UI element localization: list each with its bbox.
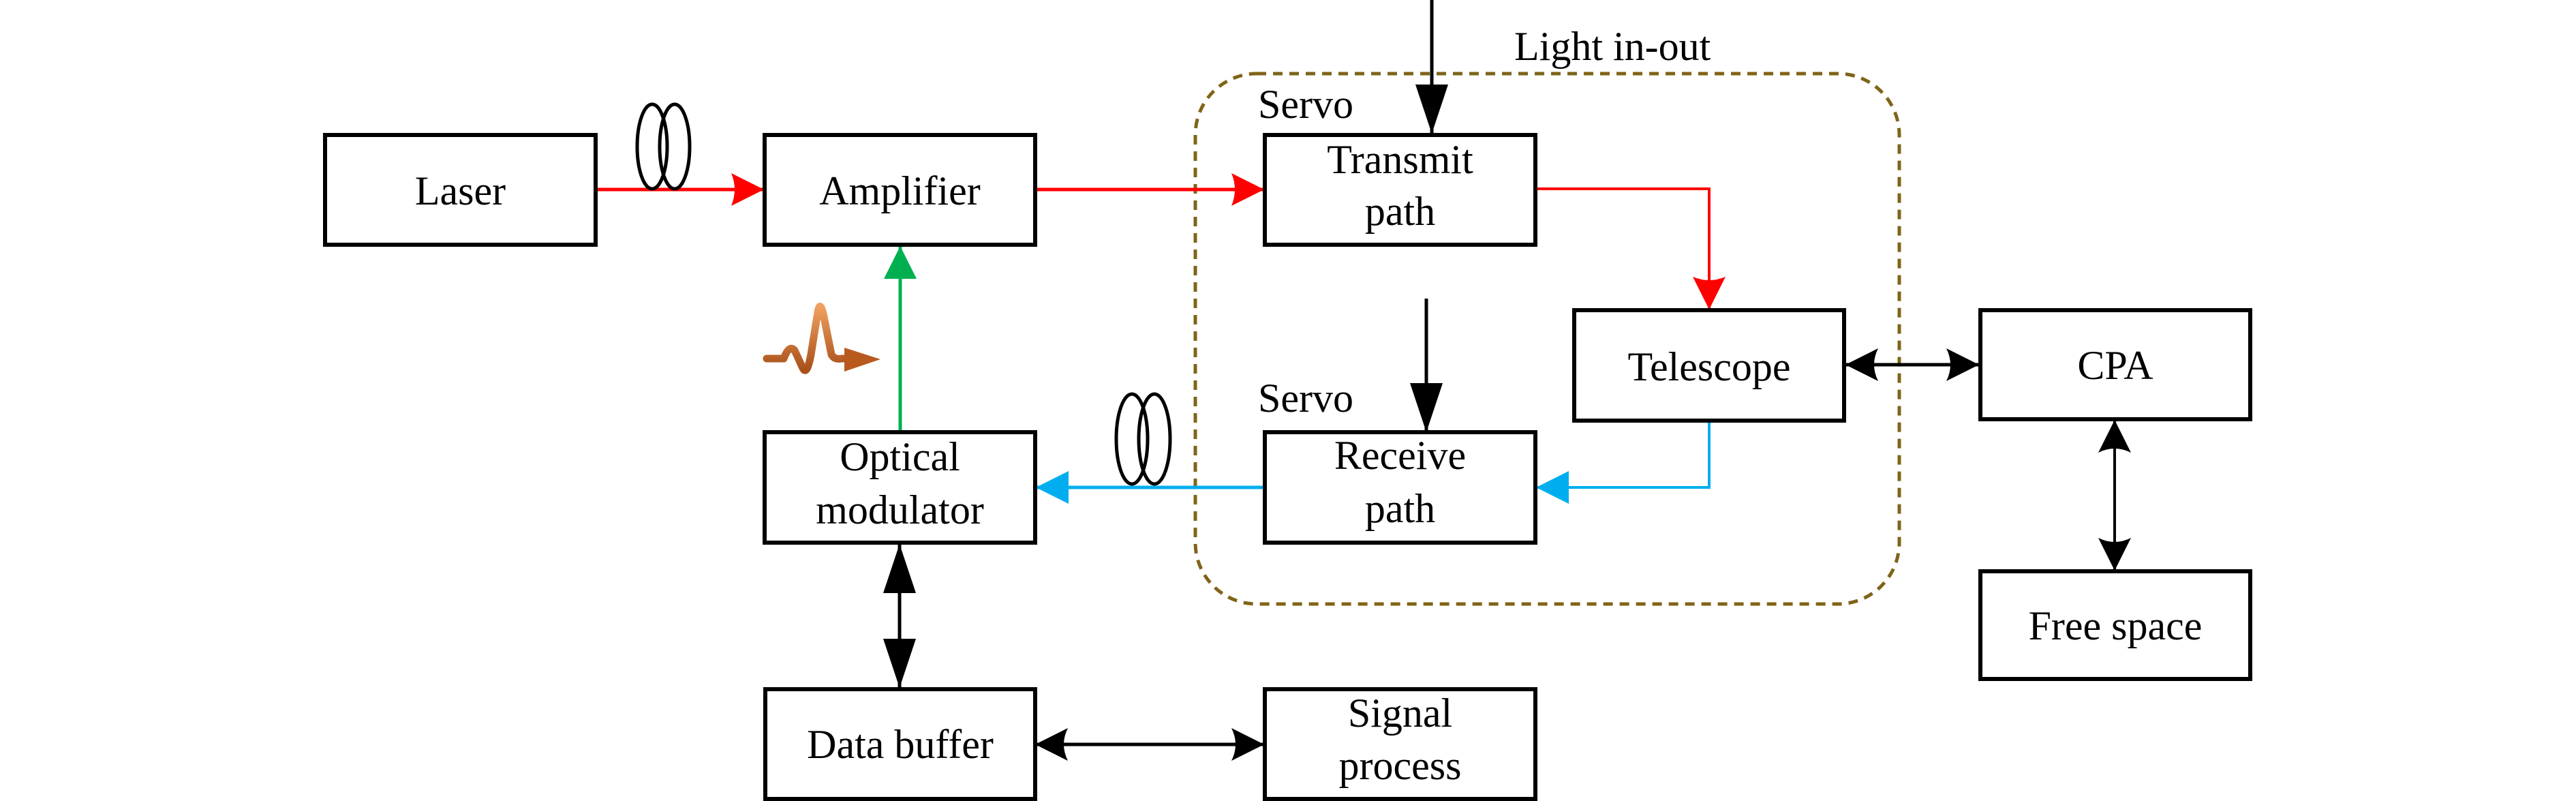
amplifier-block[interactable]: Amplifier <box>763 133 1037 247</box>
pulse-signal-icon <box>763 303 880 374</box>
receive-path-block[interactable]: Receive path <box>1263 430 1537 545</box>
cpa-label: CPA <box>2077 343 2153 388</box>
amplifier-label: Amplifier <box>819 168 981 213</box>
telescope-block[interactable]: Telescope <box>1572 308 1846 423</box>
fiber-coil-icon <box>1114 392 1172 486</box>
light-in-out-label: Light in-out <box>1514 24 1711 69</box>
free-space-label: Free space <box>2029 603 2203 648</box>
telescope-to-receive-arrow <box>1536 421 1711 504</box>
receive-path-label-line2: path <box>1365 486 1435 531</box>
servo-label-transmit: Servo <box>1258 82 1353 127</box>
free-space-block[interactable]: Free space <box>1978 569 2252 681</box>
transmit-to-telescope-arrow <box>1535 187 1726 309</box>
telescope-label: Telescope <box>1627 344 1790 389</box>
cpa-block[interactable]: CPA <box>1978 308 2252 421</box>
transmit-path-label-line1: Transmit <box>1327 137 1473 182</box>
light-in-out-group-border <box>1193 72 1901 606</box>
data-buffer-label: Data buffer <box>807 722 994 767</box>
signal-process-label-line1: Signal <box>1348 691 1452 736</box>
transmit-path-block[interactable]: Transmit path <box>1263 133 1537 247</box>
receive-path-label-line1: Receive <box>1334 433 1466 478</box>
fiber-coil-icon <box>635 102 692 191</box>
optical-modulator-label-line2: modulator <box>816 487 984 532</box>
data-buffer-block[interactable]: Data buffer <box>763 687 1037 801</box>
signal-process-label-line2: process <box>1339 743 1462 788</box>
servo-label-receive: Servo <box>1258 376 1353 421</box>
transmit-path-label-line2: path <box>1365 189 1435 234</box>
laser-label: Laser <box>415 168 506 213</box>
optical-modulator-block[interactable]: Optical modulator <box>763 430 1037 545</box>
signal-process-block[interactable]: Signal process <box>1263 687 1537 801</box>
optical-modulator-label-line1: Optical <box>840 434 960 479</box>
laser-block[interactable]: Laser <box>323 133 598 247</box>
